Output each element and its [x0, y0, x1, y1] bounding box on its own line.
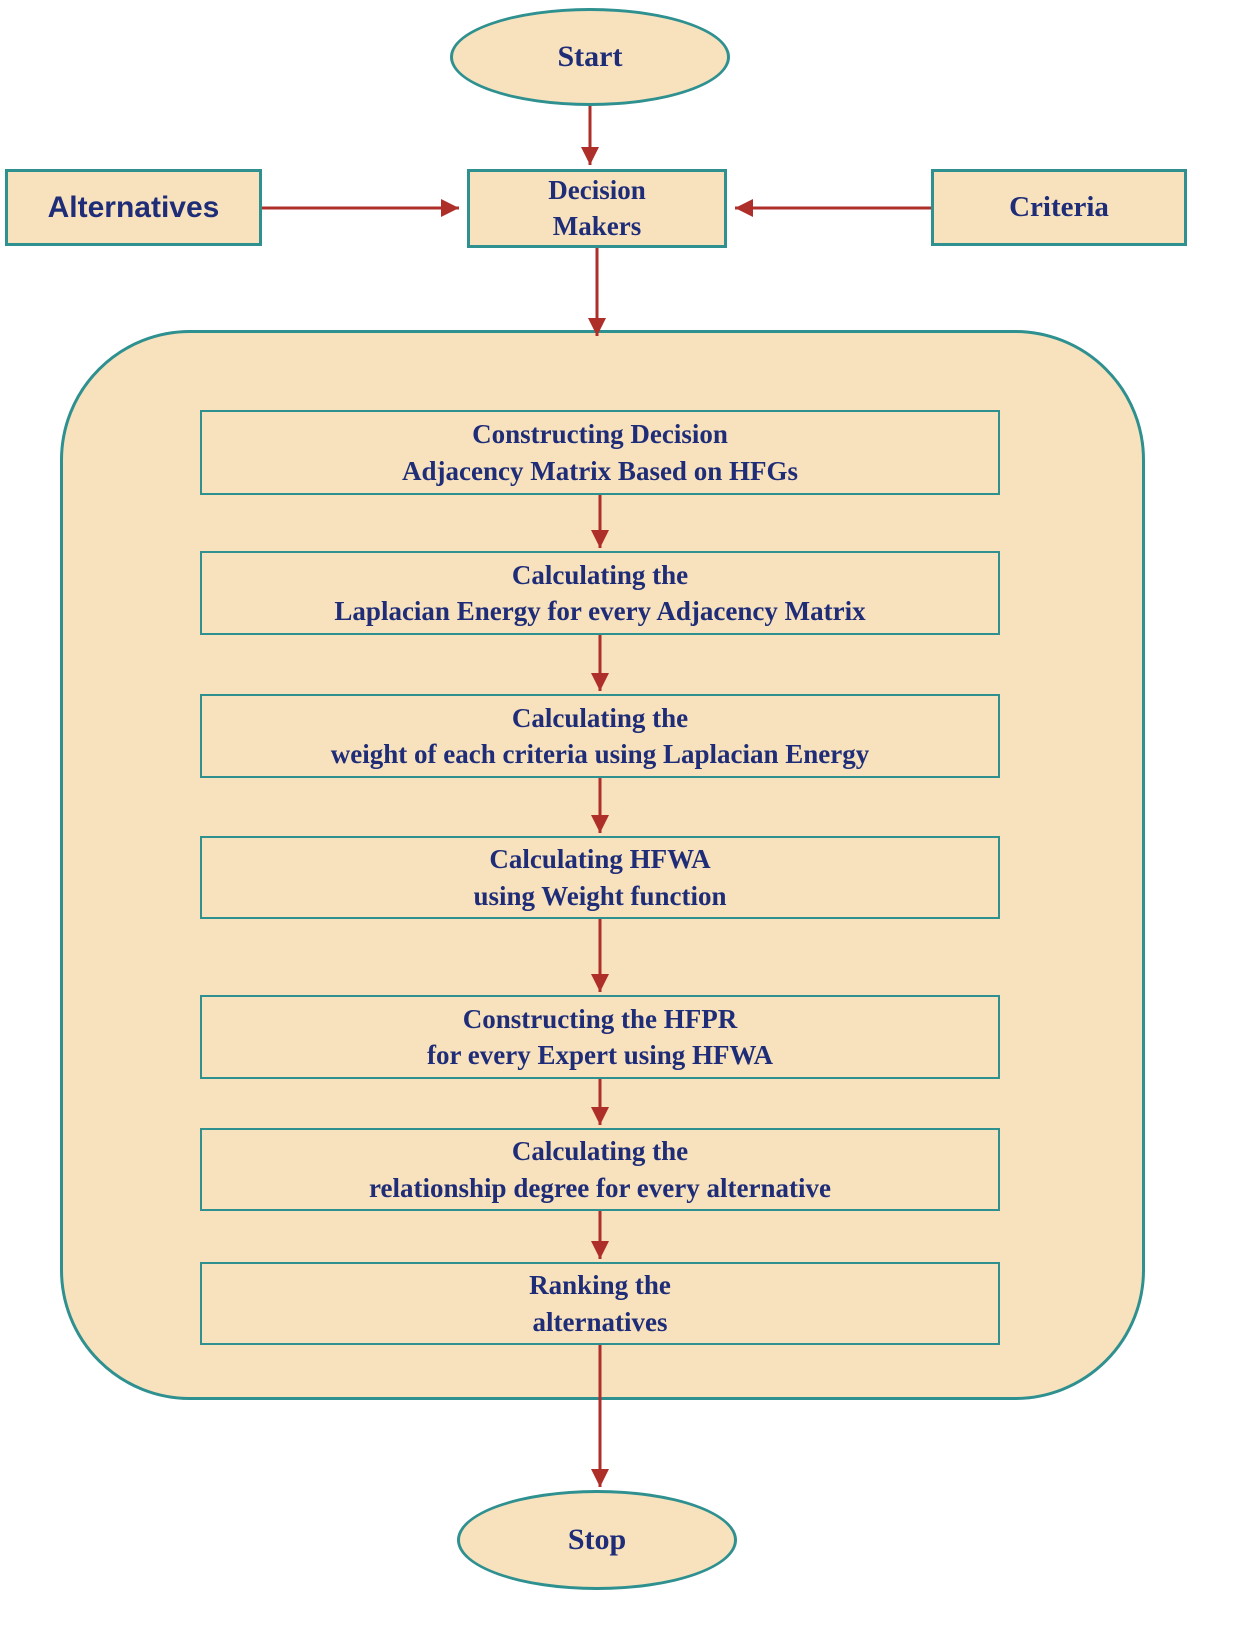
step-line: using Weight function [473, 880, 727, 911]
step-line: Constructing the HFPR [462, 1003, 738, 1034]
criteria-node: Criteria [931, 169, 1187, 246]
step-line: alternatives [532, 1306, 668, 1337]
step-line: weight of each criteria using Laplacian … [330, 739, 870, 769]
stop-label: Stop [567, 1523, 627, 1556]
step-line: Calculating the [511, 1136, 689, 1167]
step-constructing-hfpr: Constructing the HFPR for every Expert u… [200, 995, 1000, 1079]
criteria-label: Criteria [1009, 191, 1109, 223]
step-line: Calculating HFWA [489, 844, 711, 875]
decision-makers-node: Decision Makers [467, 169, 727, 248]
step-line: Calculating the [511, 559, 689, 590]
start-label: Start [557, 40, 623, 73]
step-line: for every Expert using HFWA [427, 1040, 773, 1070]
step-line: Calculating the [511, 702, 689, 733]
step-line: relationship degree for every alternativ… [369, 1172, 831, 1203]
step-ranking-alternatives: Ranking the alternatives [200, 1262, 1000, 1345]
alternatives-label: Alternatives [47, 190, 220, 224]
step-line: Constructing Decision [472, 419, 728, 450]
step-line: Ranking the [529, 1270, 671, 1301]
step-calculating-relationship-degree: Calculating the relationship degree for … [200, 1128, 1000, 1211]
step-calculating-laplacian-energy: Calculating the Laplacian Energy for eve… [200, 551, 1000, 635]
alternatives-node: Alternatives [5, 169, 262, 246]
step-constructing-adjacency-matrix: Constructing Decision Adjacency Matrix B… [200, 410, 1000, 495]
start-node: Start [450, 8, 730, 106]
decision-makers-line1: Decision [548, 175, 646, 206]
step-calculating-criteria-weight: Calculating the weight of each criteria … [200, 694, 1000, 778]
stop-node: Stop [457, 1490, 737, 1590]
decision-makers-line2: Makers [552, 210, 642, 241]
step-calculating-hfwa: Calculating HFWA using Weight function [200, 836, 1000, 919]
step-line: Laplacian Energy for every Adjacency Mat… [334, 596, 866, 626]
step-line: Adjacency Matrix Based on HFGs [402, 455, 798, 486]
